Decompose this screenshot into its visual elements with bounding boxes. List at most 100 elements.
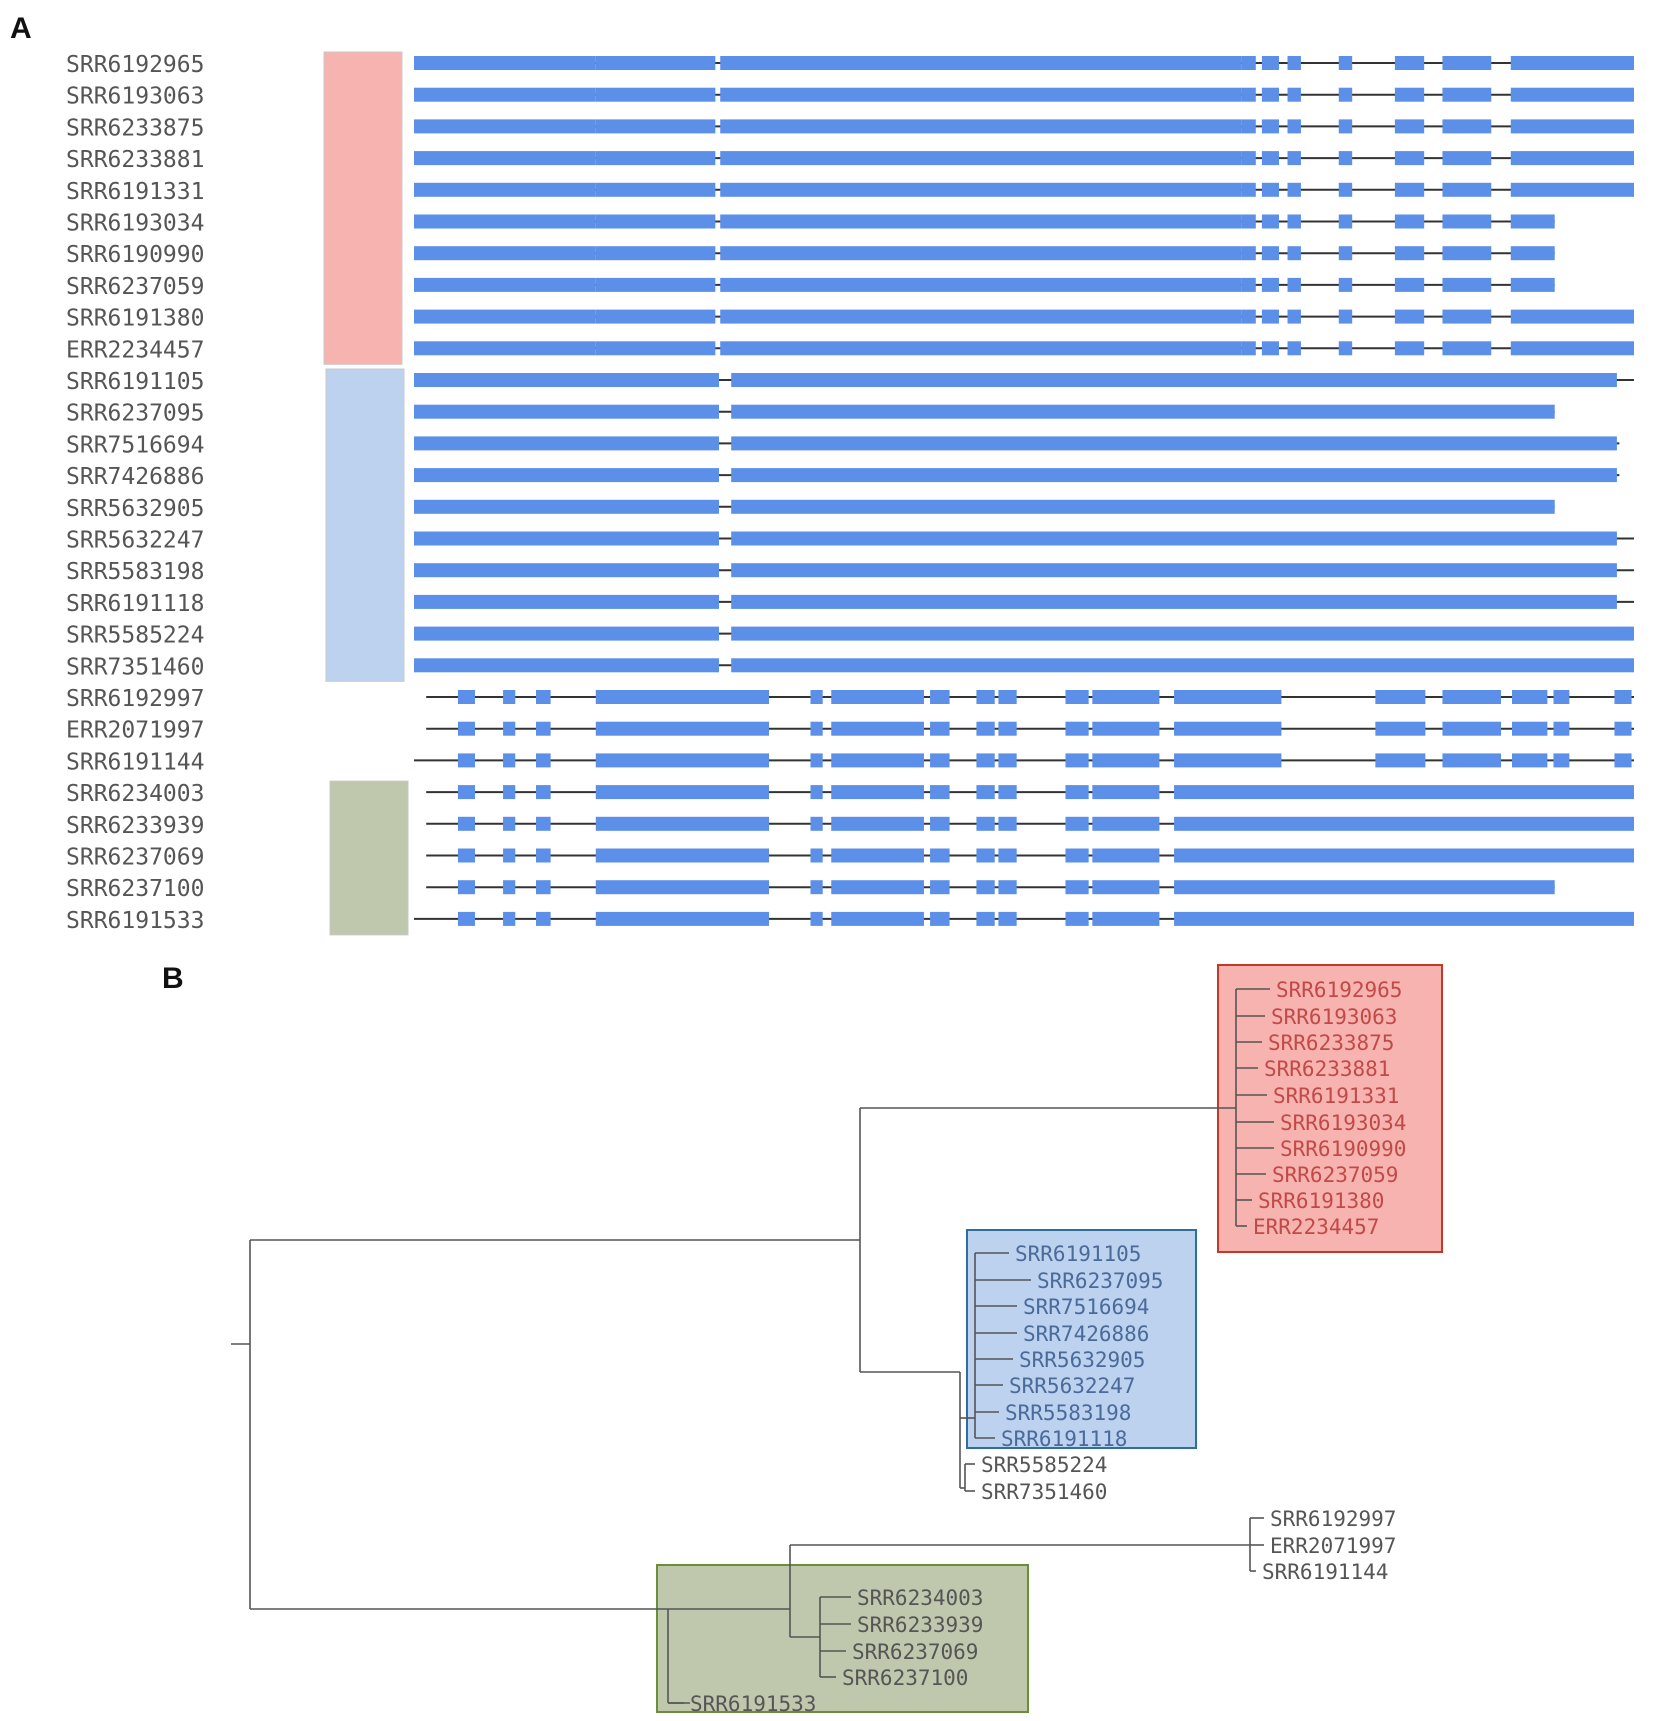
exon-block [810, 721, 823, 736]
exon-block [720, 182, 1242, 197]
exon-block [976, 753, 995, 768]
exon-block [414, 341, 596, 356]
exon-block [1510, 87, 1634, 102]
exon-block [1614, 690, 1632, 704]
exon-block [1394, 87, 1425, 102]
blue-leaf-label: SRR6191118 [1001, 1427, 1127, 1451]
exon-block [1065, 785, 1089, 800]
exon-block [1512, 753, 1548, 768]
red-leaf-label: SRR6193034 [1280, 1111, 1406, 1135]
exon-block [595, 214, 716, 229]
exon-block [1338, 277, 1353, 292]
exon-block [1510, 341, 1634, 356]
exon-block [1287, 87, 1301, 102]
c-clade-leaf-label: ERR2071997 [1270, 1534, 1396, 1558]
exon-block [1614, 721, 1632, 736]
exon-block [1065, 816, 1089, 831]
exon-block [998, 848, 1017, 863]
exon-block [1338, 341, 1353, 356]
exon-block [457, 753, 475, 768]
exon-block [595, 911, 770, 926]
exon-block [1614, 753, 1632, 768]
sample-label: SRR6191331 [66, 179, 204, 205]
exon-block [720, 87, 1242, 102]
exon-block [414, 658, 719, 673]
exon-block [1241, 182, 1256, 197]
exon-block [998, 785, 1017, 800]
sample-label: SRR6191118 [66, 591, 204, 617]
exon-block [1510, 246, 1555, 261]
exon-block [1261, 341, 1279, 356]
sample-label: SRR6233939 [66, 813, 204, 839]
exon-block [414, 277, 596, 292]
exon-block [1092, 785, 1160, 800]
exon-block [1287, 246, 1301, 261]
sample-label: SRR6193063 [66, 84, 204, 110]
sample-label: SRR6237095 [66, 401, 204, 427]
exon-block [1287, 119, 1301, 134]
exon-block [731, 468, 1617, 483]
exon-block [457, 880, 475, 895]
exon-block [1261, 246, 1279, 261]
exon-block [1065, 880, 1089, 895]
exon-block [1065, 690, 1089, 704]
exon-block [1442, 246, 1492, 261]
exon-block [1375, 721, 1426, 736]
red-leaf-label: SRR6191331 [1273, 1084, 1399, 1108]
exon-block [595, 246, 716, 261]
exon-block [1092, 721, 1160, 736]
exon-block [457, 785, 475, 800]
exon-block [414, 499, 719, 514]
exon-block [536, 911, 551, 926]
exon-block [976, 816, 995, 831]
exon-block [1092, 848, 1160, 863]
green-leaf-label: SRR6237100 [842, 1666, 968, 1690]
exon-block [536, 848, 551, 863]
exon-block [1375, 753, 1426, 768]
exon-block [1442, 182, 1492, 197]
exon-block [1065, 753, 1089, 768]
blue-leaf-label: SRR6191105 [1015, 1242, 1141, 1266]
exon-block [1338, 309, 1353, 324]
clade-box-green [656, 1564, 1029, 1713]
sample-label: SRR5583198 [66, 559, 204, 585]
exon-block [457, 721, 475, 736]
exon-block [1394, 56, 1425, 70]
exon-block [536, 816, 551, 831]
exon-block [998, 690, 1017, 704]
exon-block [1174, 816, 1634, 831]
exon-block [1261, 309, 1279, 324]
exon-block [1338, 151, 1353, 166]
exon-block [1287, 182, 1301, 197]
group-bar-green [329, 780, 409, 936]
exon-block [1338, 56, 1353, 70]
red-leaf-label: SRR6192965 [1276, 978, 1402, 1002]
exon-block [930, 816, 950, 831]
exon-block [810, 880, 823, 895]
exon-block [1261, 277, 1279, 292]
group-bar-blue [325, 368, 405, 682]
blue-leaf-label: SRR5632905 [1019, 1348, 1145, 1372]
exon-block [1261, 87, 1279, 102]
exon-block [503, 785, 516, 800]
exon-block [1510, 309, 1634, 324]
exon-block [976, 911, 995, 926]
exon-block [810, 753, 823, 768]
exon-block [1442, 309, 1492, 324]
exon-block [1394, 277, 1425, 292]
exon-block [998, 880, 1017, 895]
sample-label: SRR6233881 [66, 147, 204, 173]
blue-outgroup-leaf-label: SRR7351460 [981, 1480, 1107, 1504]
exon-block [1553, 753, 1570, 768]
exon-block [414, 626, 719, 641]
c-clade-leaf-label: SRR6192997 [1270, 1507, 1396, 1531]
sample-label: SRR6193034 [66, 211, 204, 237]
exon-block [1442, 214, 1492, 229]
blue-leaf-label: SRR5632247 [1009, 1374, 1135, 1398]
exon-block [998, 721, 1017, 736]
sample-label: SRR6237100 [66, 876, 204, 902]
exon-block [731, 594, 1617, 609]
exon-block [595, 277, 716, 292]
exon-block [1092, 753, 1160, 768]
